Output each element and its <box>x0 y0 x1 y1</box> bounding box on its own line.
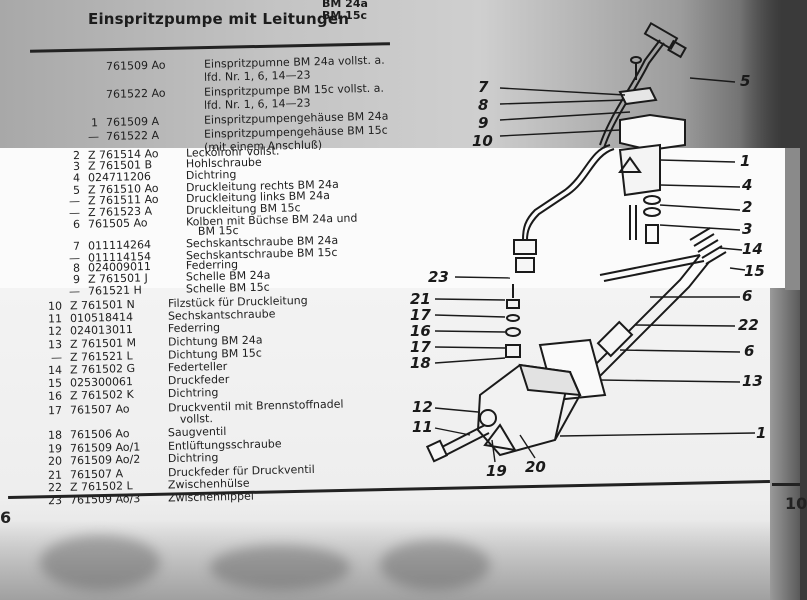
label-20: 20 <box>525 458 546 476</box>
label-10: 10 <box>472 132 493 150</box>
page-number-left: 6 <box>0 508 12 527</box>
label-11: 11 <box>412 418 433 436</box>
clamp-body <box>618 86 658 106</box>
label-17-a: 17 <box>410 306 431 324</box>
label-6-a: 6 <box>742 287 753 305</box>
page-edge-right <box>770 288 800 600</box>
label-17-b: 17 <box>410 338 431 356</box>
label-22: 22 <box>738 316 759 334</box>
fingerprint-smudge <box>40 535 160 590</box>
pump-housing-upper <box>618 143 661 197</box>
seal-ring <box>643 195 661 205</box>
label-1-lower: 1 <box>756 424 767 442</box>
label-12: 12 <box>412 398 433 416</box>
label-6-b: 6 <box>744 342 755 360</box>
seal-ring-small <box>506 314 520 322</box>
label-2: 2 <box>742 198 753 216</box>
leak-oil-tube <box>629 205 637 240</box>
hollow-screw <box>645 224 659 244</box>
housing-bore <box>479 409 497 427</box>
triangle-mark <box>483 423 517 452</box>
filz-piece <box>619 113 686 152</box>
line-nut <box>513 239 537 255</box>
label-4: 4 <box>742 176 753 194</box>
label-14: 14 <box>742 240 763 258</box>
page-number-right: 10 <box>785 494 807 513</box>
label-23: 23 <box>428 268 449 286</box>
title-models: BM 24a BM 15c <box>322 0 368 22</box>
label-8: 8 <box>478 96 489 114</box>
label-1-upper: 1 <box>740 152 751 170</box>
hex-bolt <box>439 424 490 457</box>
label-18: 18 <box>410 354 431 372</box>
title-model-2: BM 15c <box>322 9 367 22</box>
title-model-1: BM 24a <box>322 0 368 10</box>
union-nut <box>596 320 634 358</box>
page-edge-right-upper <box>785 148 800 290</box>
spring <box>689 227 727 265</box>
pipe-fitting-top <box>643 21 679 51</box>
label-9: 9 <box>478 114 489 132</box>
label-16: 16 <box>410 322 431 340</box>
footer-rule-right-page <box>772 483 800 486</box>
valve-body <box>505 344 521 358</box>
fingerprint-smudge <box>380 540 490 590</box>
spring-seat <box>506 299 520 309</box>
page-bottom-shadow <box>0 520 770 600</box>
pressure-line-long <box>522 144 611 241</box>
page-title: Einspritzpumpe mit Leitungen <box>88 10 350 28</box>
label-5: 5 <box>740 72 751 90</box>
label-13: 13 <box>742 372 763 390</box>
page-shadow-right <box>740 0 800 160</box>
piston-rod <box>599 254 705 282</box>
label-19: 19 <box>486 462 507 480</box>
fingerprint-smudge <box>210 545 350 590</box>
label-7: 7 <box>478 78 489 96</box>
label-21: 21 <box>410 290 431 308</box>
label-15: 15 <box>744 262 765 280</box>
label-3: 3 <box>742 220 753 238</box>
